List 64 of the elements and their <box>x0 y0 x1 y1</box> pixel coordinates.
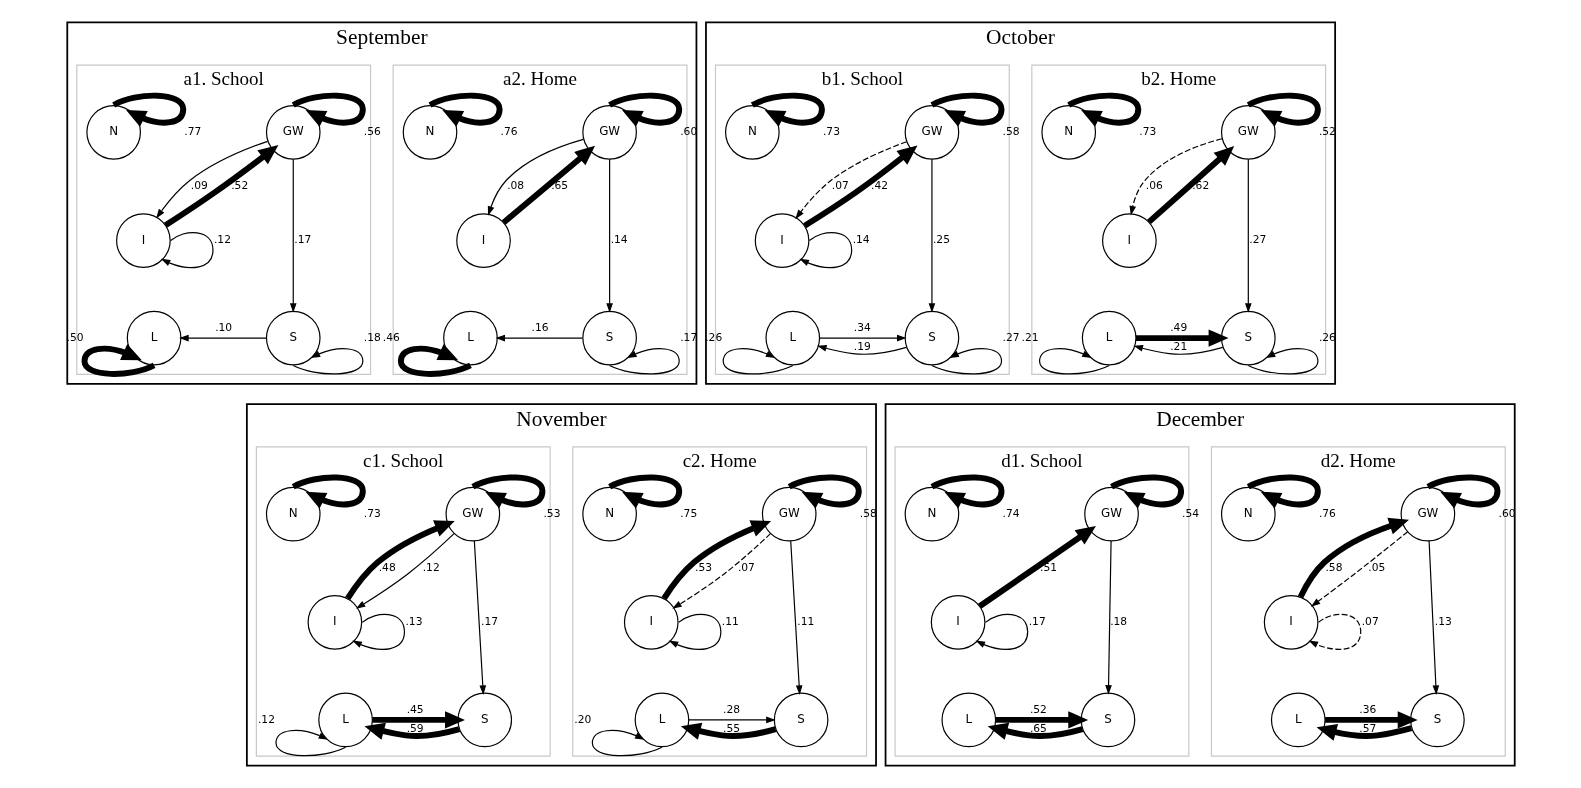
edge-label: .55 <box>722 722 740 736</box>
edge-label: .27 <box>1002 330 1020 344</box>
edge-label: .58 <box>1002 124 1020 138</box>
edge-label: .65 <box>1029 722 1047 736</box>
edge-label: .27 <box>1248 233 1266 247</box>
edge-label: .07 <box>1361 614 1379 628</box>
edge-label: .09 <box>190 179 208 193</box>
edge-label: .17 <box>480 614 498 628</box>
edge-label: .10 <box>214 321 232 335</box>
edge-label: .60 <box>679 124 697 138</box>
edge-label: .17 <box>1028 614 1046 628</box>
edge-label: .48 <box>378 560 396 574</box>
edge-label: .18 <box>363 330 381 344</box>
edge-label: .53 <box>542 506 560 520</box>
edge-label: .65 <box>550 179 568 193</box>
edge-label: .59 <box>406 722 424 736</box>
edge-label: .36 <box>1358 702 1376 716</box>
edge-label: .76 <box>500 124 518 138</box>
edge-label: .18 <box>1109 614 1127 628</box>
edge-label: .77 <box>183 124 201 138</box>
edge-label: .17 <box>293 233 311 247</box>
edge-label: .58 <box>1324 560 1342 574</box>
edge-label: .07 <box>737 560 755 574</box>
edge-label: .73 <box>1138 124 1156 138</box>
edge-label: .21 <box>1169 340 1187 354</box>
edge-label: .12 <box>257 712 275 726</box>
edge-label: .11 <box>721 614 739 628</box>
edge-label: .14 <box>852 233 870 247</box>
edge-label: .07 <box>831 179 849 193</box>
edge-label: .62 <box>1191 179 1209 193</box>
edge-label: .51 <box>1039 560 1057 574</box>
edge-label: .76 <box>1318 506 1336 520</box>
edge-label: .45 <box>406 702 424 716</box>
edge-label: .52 <box>1029 702 1047 716</box>
edge-label: .19 <box>853 340 871 354</box>
edge-label: .46 <box>382 330 400 344</box>
edge-label: .25 <box>932 233 950 247</box>
edge-label: .20 <box>573 712 591 726</box>
edge-label: .17 <box>679 330 697 344</box>
edge-label: .49 <box>1169 321 1187 335</box>
edge-label: .34 <box>853 321 871 335</box>
edge-label: .13 <box>404 614 422 628</box>
edge-label: .12 <box>213 233 231 247</box>
edge-label: .57 <box>1358 722 1376 736</box>
edge-label: .50 <box>66 330 83 344</box>
edge-label: .06 <box>1145 179 1163 193</box>
edge-label: .16 <box>531 321 549 335</box>
edge-label: .05 <box>1367 560 1385 574</box>
edge-label: .11 <box>796 614 814 628</box>
edge-label: .73 <box>822 124 840 138</box>
edge-label: .28 <box>722 702 740 716</box>
edge-label: .52 <box>230 179 248 193</box>
edge-label: .53 <box>694 560 712 574</box>
edge-label: .42 <box>870 179 888 193</box>
edge-label: .13 <box>1434 614 1452 628</box>
edge-label: .14 <box>610 233 628 247</box>
edge-label: .54 <box>1181 506 1199 520</box>
edge-label: .56 <box>363 124 381 138</box>
edge-label: .21 <box>1021 330 1039 344</box>
edge-label: .74 <box>1002 506 1020 520</box>
edge-label: .73 <box>363 506 381 520</box>
edge-label: .12 <box>422 560 440 574</box>
edge-label: .08 <box>506 179 524 193</box>
edge-label: .75 <box>679 506 697 520</box>
